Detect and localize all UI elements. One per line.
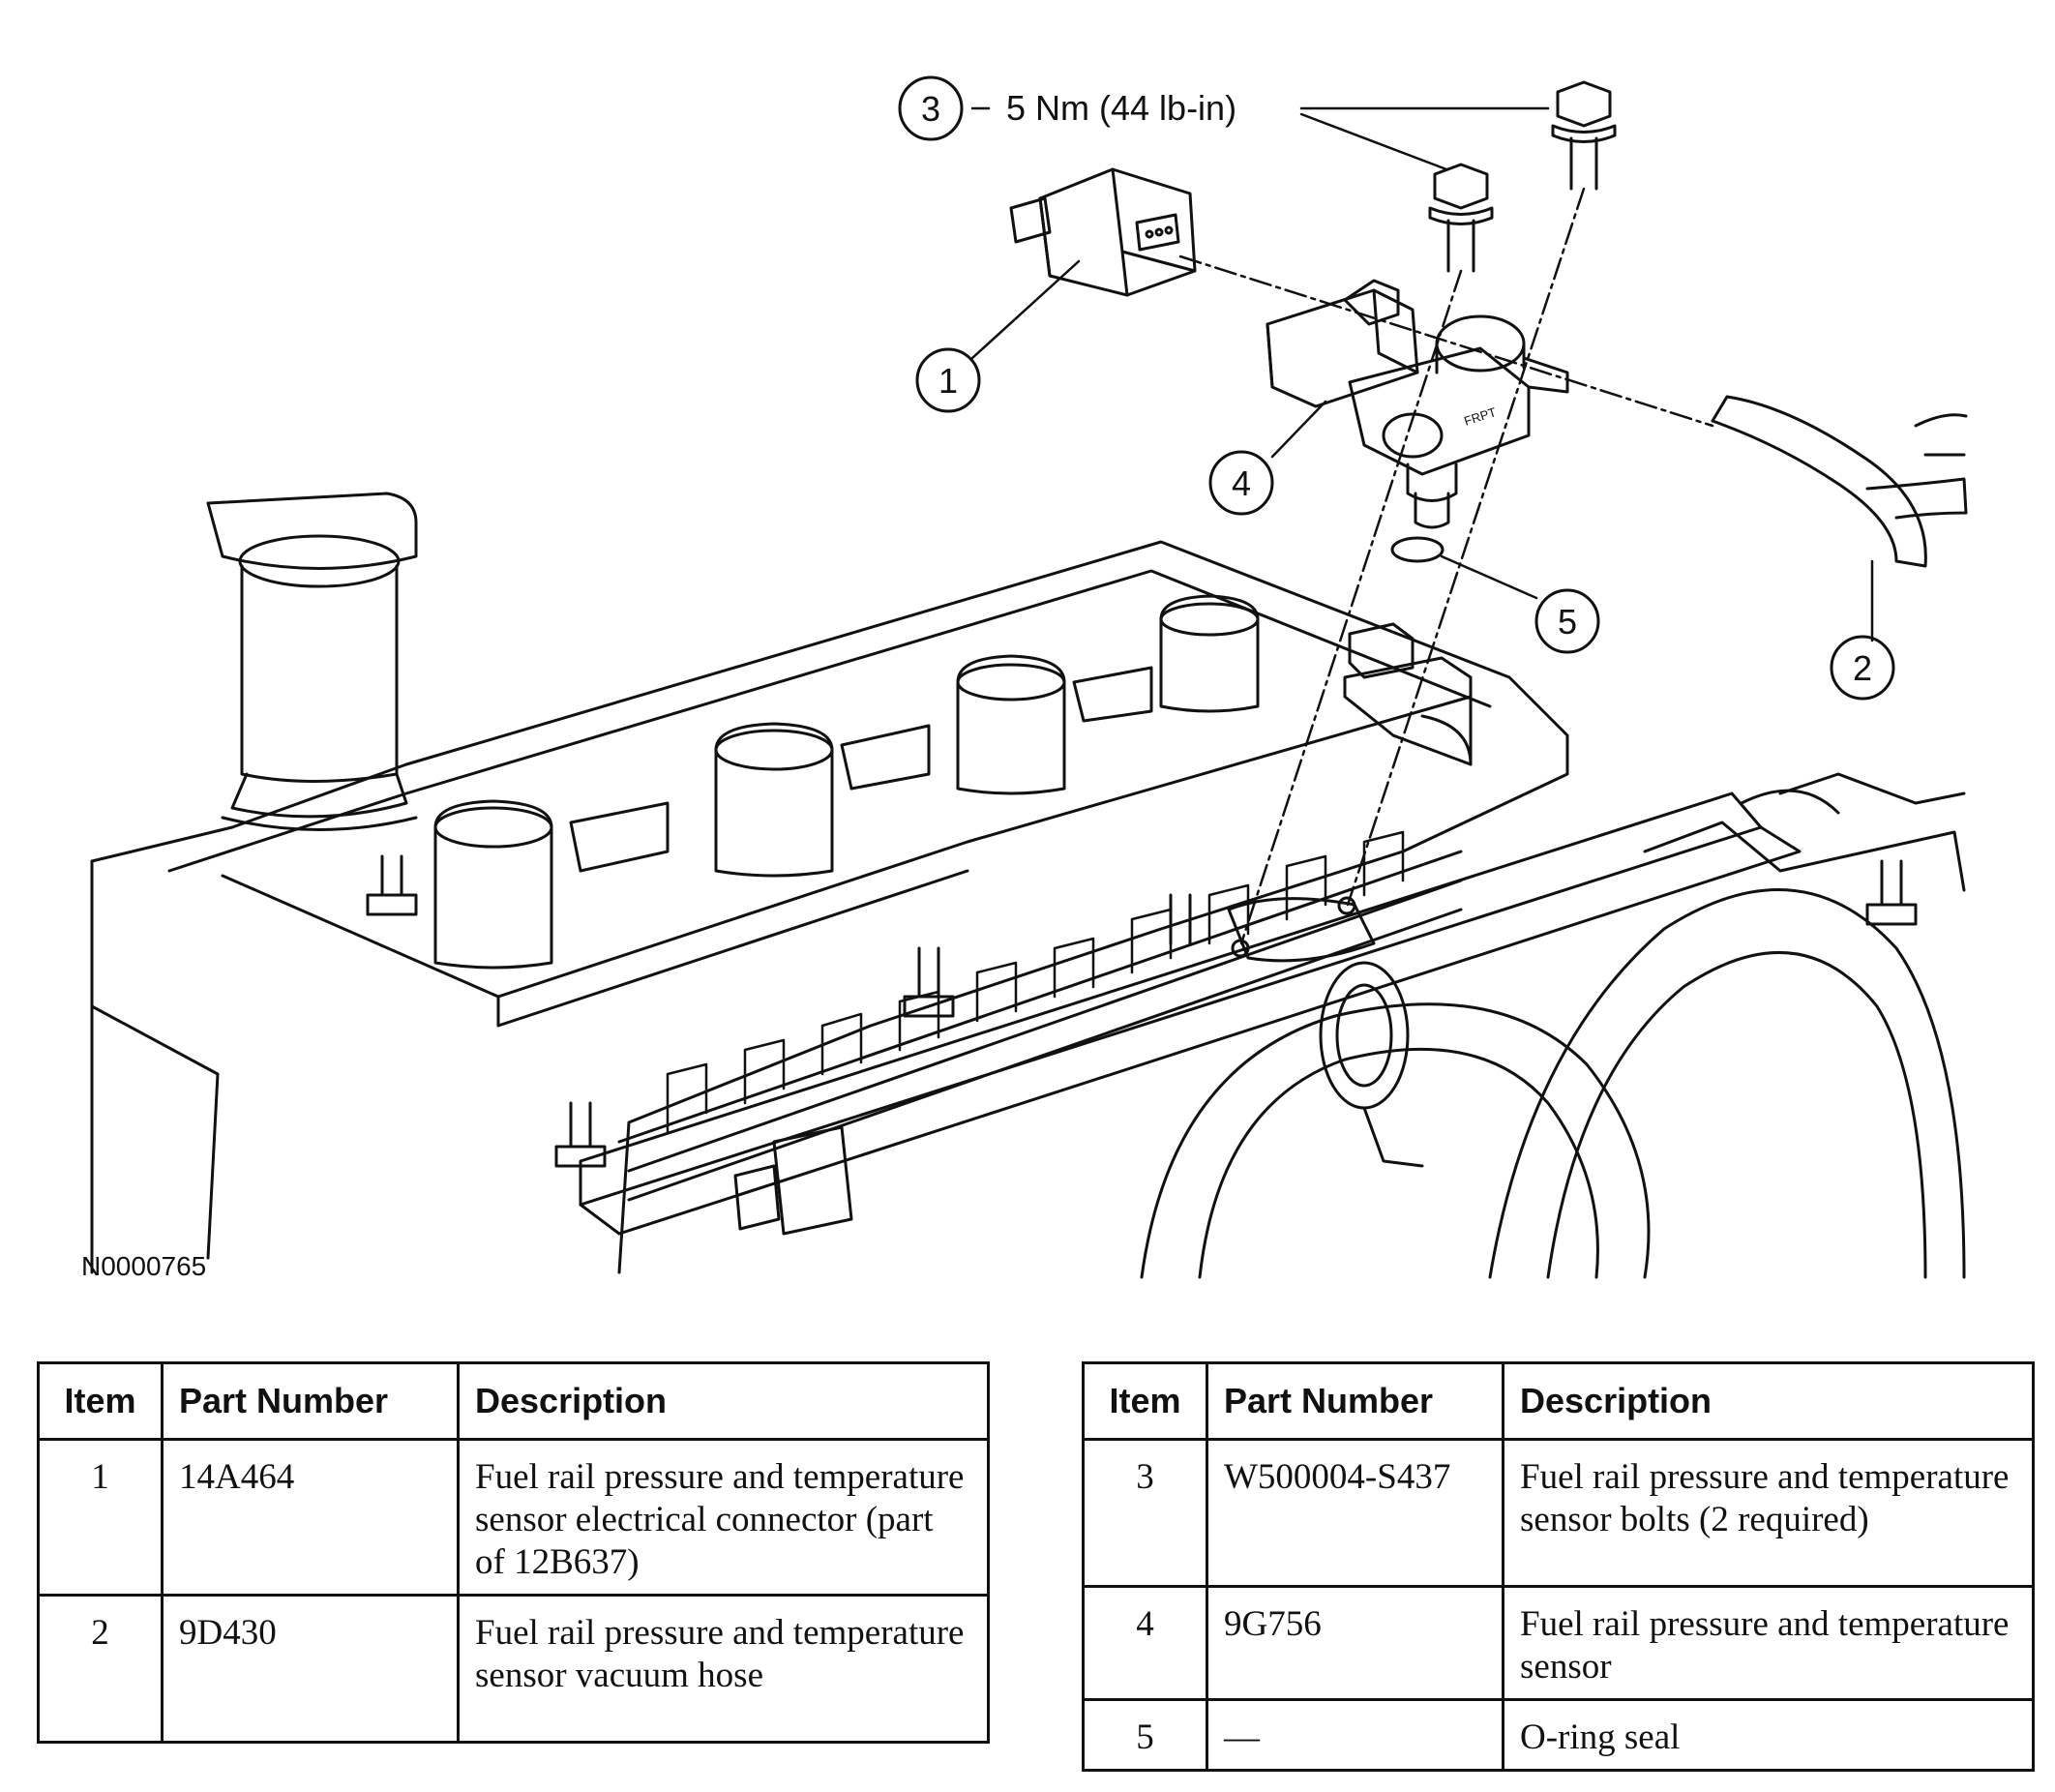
header-item: Item [1082, 1361, 1208, 1441]
alignment-lines [1178, 187, 1714, 945]
part-number: W500004-S437 [1206, 1438, 1504, 1588]
engine-diagram: FRPT [81, 75, 1968, 1281]
sensor-mount-boss [1343, 622, 1473, 766]
part-description: Fuel rail pressure and temperature senso… [457, 1438, 990, 1597]
oil-filler [206, 492, 418, 831]
header-part-number: Part Number [161, 1361, 460, 1441]
part-description: O-ring seal [1502, 1698, 2035, 1772]
part-description: Fuel rail pressure and temperature senso… [457, 1594, 990, 1744]
vacuum-hose [1711, 395, 1968, 568]
part-number: 14A464 [161, 1438, 460, 1597]
callout-4-circle [1208, 450, 1274, 516]
part-number: 9D430 [161, 1594, 460, 1744]
callout-1-label: 1 [938, 361, 958, 401]
callout-numbers: 3 1 4 5 2 [921, 89, 1872, 688]
sensor-marking: FRPT [1462, 404, 1498, 429]
table-header-row: Item Part Number Description [37, 1361, 990, 1441]
table-row: 1 14A464 Fuel rail pressure and temperat… [37, 1438, 990, 1597]
parts-table-right: Item Part Number Description 3 W500004-S… [1082, 1361, 2035, 1772]
item-number: 4 [1082, 1585, 1208, 1701]
callout-5-circle [1534, 588, 1600, 654]
table-row: 3 W500004-S437 Fuel rail pressure and te… [1082, 1438, 2035, 1588]
item-number: 5 [1082, 1698, 1208, 1772]
table-row: 4 9G756 Fuel rail pressure and temperatu… [1082, 1585, 2035, 1701]
o-ring [1390, 536, 1444, 563]
table-header-row: Item Part Number Description [1082, 1361, 2035, 1441]
part-number: 9G756 [1206, 1585, 1504, 1701]
callout-circles [898, 75, 1895, 701]
item-number: 3 [1082, 1438, 1208, 1588]
leader-lines [970, 106, 1874, 642]
electrical-connector [1009, 167, 1197, 297]
callout-4-label: 4 [1232, 463, 1251, 503]
torque-spec: 5 Nm (44 lb-in) [1006, 88, 1236, 128]
lower-connector [733, 1125, 853, 1236]
callout-3-label: 3 [921, 89, 940, 129]
valve-cover [90, 540, 1569, 1274]
fuel-rail [579, 791, 1802, 1236]
table-row: 5 — O-ring seal [1082, 1698, 2035, 1772]
figure-id: N0000765 [81, 1251, 206, 1281]
item-number: 1 [37, 1438, 164, 1597]
coil-tubes [433, 594, 1260, 970]
studs [366, 854, 1918, 1168]
table-row: 2 9D430 Fuel rail pressure and temperatu… [37, 1594, 990, 1744]
header-item: Item [37, 1361, 164, 1441]
sensor-bolt-left [1428, 163, 1494, 273]
dipstick-handle [1319, 961, 1424, 1168]
header-description: Description [457, 1361, 990, 1441]
part-number: — [1206, 1698, 1504, 1772]
header-part-number: Part Number [1206, 1361, 1504, 1441]
part-description: Fuel rail pressure and temperature senso… [1502, 1438, 2035, 1588]
sensor-bolt-right [1551, 80, 1617, 191]
intake-manifold [1140, 772, 1966, 1279]
header-description: Description [1502, 1361, 2035, 1441]
parts-table-left: Item Part Number Description 1 14A464 Fu… [37, 1361, 990, 1744]
part-description: Fuel rail pressure and temperature senso… [1502, 1585, 2035, 1701]
item-number: 2 [37, 1594, 164, 1744]
callout-2-label: 2 [1853, 648, 1872, 688]
callout-2-circle [1830, 635, 1895, 701]
callout-1-circle [915, 347, 981, 413]
callout-5-label: 5 [1558, 602, 1577, 642]
valve-cover-ribs [666, 830, 1405, 1134]
callout-3-circle [898, 75, 964, 141]
